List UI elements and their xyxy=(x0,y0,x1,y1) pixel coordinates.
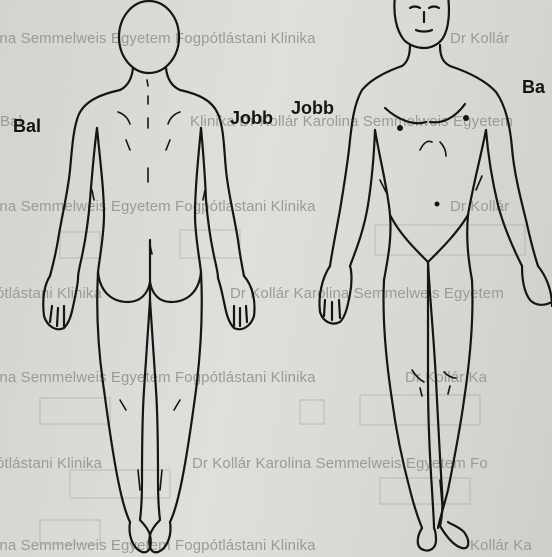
label-right-front: Jobb xyxy=(291,98,334,119)
label-left-front: Ba xyxy=(522,77,545,98)
label-left-back: Bal xyxy=(13,116,41,137)
label-right-back: Jobb xyxy=(230,108,273,129)
